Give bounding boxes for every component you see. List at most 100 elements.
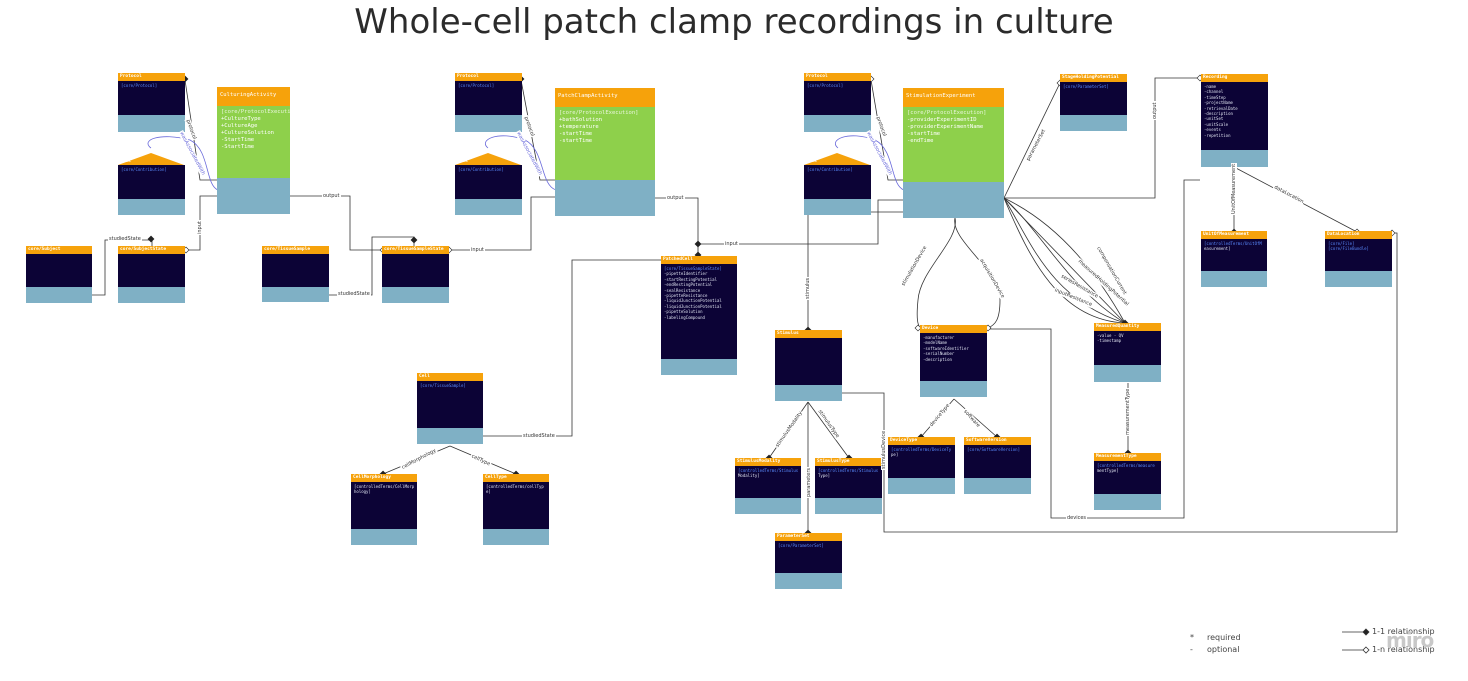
node-measurement-type[interactable]: MeasurementType [controlledTerms/measure… bbox=[1094, 453, 1161, 510]
node-line: -softwareIdentifier bbox=[923, 345, 969, 351]
node-cell-type[interactable]: CellType [controlledTerms/cellTyp e] bbox=[483, 474, 549, 545]
node-body: [core/Contribution] bbox=[455, 165, 522, 199]
edge-parameterset bbox=[1003, 82, 1061, 199]
node-header: CellMorphology bbox=[351, 474, 417, 482]
edge-stimdevice bbox=[916, 217, 956, 329]
edge-label-output-1: output bbox=[322, 193, 341, 199]
node-line: -StartTime bbox=[221, 137, 255, 143]
node-header: core/Subject bbox=[26, 246, 92, 254]
node-footer bbox=[455, 199, 522, 215]
node-line: [core/ProtocolExecution] bbox=[221, 109, 290, 115]
node-line: [core/SoftwareVersion] bbox=[967, 447, 1020, 452]
edge-label-studied-subject: studiedState bbox=[108, 236, 142, 242]
node-header: Device bbox=[920, 325, 987, 333]
legend-one-to-one: 1-1 relationship bbox=[1372, 627, 1435, 636]
node-header: PatchClampActivity bbox=[555, 88, 655, 107]
node-footer bbox=[1060, 115, 1127, 131]
node-footer bbox=[555, 180, 655, 216]
node-body: [controlledTerms/CellMorp hology] bbox=[351, 482, 417, 529]
node-agent-2[interactable]: Agent [core/Contribution] bbox=[455, 153, 522, 215]
node-line: -pipetteSolution bbox=[664, 309, 703, 315]
node-footer bbox=[455, 115, 522, 132]
node-patched-cell[interactable]: PatchedCell [core/TissueSampleState] -pi… bbox=[661, 256, 737, 375]
node-body: [core/Protocol] bbox=[118, 81, 185, 115]
node-header: core/TissueSample bbox=[262, 246, 329, 254]
node-body bbox=[262, 254, 329, 287]
node-device[interactable]: Device -manufacturer -modelName -softwar… bbox=[920, 325, 987, 397]
edge-label-studied-tissue: studiedState bbox=[337, 291, 371, 297]
edge-input-2 bbox=[449, 196, 556, 251]
node-header: MeasuredQuantity bbox=[1094, 323, 1161, 331]
node-header: ParameterSet bbox=[775, 533, 842, 541]
node-line: mentType] bbox=[1097, 468, 1119, 474]
node-body bbox=[775, 338, 842, 385]
node-body bbox=[118, 254, 185, 287]
node-culturing-activity[interactable]: CulturingActivity [core/ProtocolExecutio… bbox=[217, 87, 290, 214]
edge-output-2 bbox=[655, 197, 699, 256]
node-header: CellType bbox=[483, 474, 549, 482]
node-stimulus-type[interactable]: StimulusType [controlledTerms/Stimulus T… bbox=[815, 458, 882, 514]
node-line: -manufacturer bbox=[923, 335, 955, 340]
node-parameter-set-2[interactable]: StageHoldingPotential [core/ParameterSet… bbox=[1060, 74, 1127, 131]
node-stimulus-modality[interactable]: StimulusModality [controlledTerms/Stimul… bbox=[735, 458, 801, 514]
edge-output-1 bbox=[290, 195, 383, 251]
node-footer bbox=[1094, 494, 1161, 510]
node-agent-3[interactable]: Agent [core/Contribution] bbox=[804, 153, 871, 215]
node-patch-clamp-activity[interactable]: PatchClampActivity [core/ProtocolExecuti… bbox=[555, 88, 655, 216]
node-line: -labelingCompound bbox=[664, 314, 705, 320]
node-header: core/SubjectState bbox=[118, 246, 185, 254]
node-protocol-3[interactable]: Protocol [core/Protocol] bbox=[804, 73, 871, 132]
node-line: -startTime bbox=[907, 131, 941, 137]
node-header: Stimulus bbox=[775, 330, 842, 338]
node-stimulation-experiment[interactable]: StimulationExperiment [core/ProtocolExec… bbox=[903, 88, 1004, 218]
node-subject[interactable]: core/Subject bbox=[26, 246, 92, 303]
node-tissue-sample[interactable]: core/TissueSample bbox=[262, 246, 329, 302]
node-header: Recording bbox=[1201, 74, 1268, 82]
edge-label-parameters: parameters bbox=[806, 466, 812, 498]
node-recording[interactable]: Recording -name -channel -timeStep -proj… bbox=[1201, 74, 1268, 167]
node-protocol-2[interactable]: Protocol [core/Protocol] bbox=[455, 73, 522, 132]
node-unit-of-measurement[interactable]: UnitOfMeasurement [controlledTerms/UnitO… bbox=[1201, 231, 1267, 287]
node-body: [core/Protocol] bbox=[804, 81, 871, 115]
node-line: -repetition bbox=[1204, 132, 1231, 138]
node-footer bbox=[775, 385, 842, 401]
legend-required-label: required bbox=[1207, 633, 1241, 642]
legend-optional-symbol: - bbox=[1190, 645, 1193, 654]
node-line: -events bbox=[1204, 127, 1221, 133]
node-line: -projectName bbox=[1204, 100, 1233, 106]
edge-studied-cell bbox=[483, 259, 662, 437]
node-body: [controlledTerms/DeviceTy pe] bbox=[888, 445, 955, 478]
node-body: [core/File] [core/FileBundle] bbox=[1325, 239, 1392, 271]
node-line: -timestamp bbox=[1097, 338, 1122, 344]
node-header: DeviceType bbox=[888, 437, 955, 445]
node-line: [controlledTerms/Stimulus bbox=[818, 468, 879, 473]
node-data-location[interactable]: DataLocation [core/File] [core/FileBundl… bbox=[1325, 231, 1392, 287]
node-line: -unitScale bbox=[1204, 121, 1229, 127]
node-header: Protocol bbox=[118, 73, 185, 81]
node-cell[interactable]: Cell [core/TissueSample] bbox=[417, 373, 483, 444]
node-footer bbox=[118, 115, 185, 132]
node-agent-1[interactable]: Agent [core/Contribution] bbox=[118, 153, 185, 215]
node-tissue-sample-state[interactable]: core/TissueSampleState bbox=[382, 246, 449, 303]
node-footer bbox=[1201, 271, 1267, 287]
node-parameter-set-1[interactable]: ParameterSet [core/ParameterSet] bbox=[775, 533, 842, 589]
node-cell-morphology[interactable]: CellMorphology [controlledTerms/CellMorp… bbox=[351, 474, 417, 545]
node-line: -retrievalDate bbox=[1204, 105, 1238, 111]
node-software-version[interactable]: SoftwareVersion [core/SoftwareVersion] bbox=[964, 437, 1031, 494]
edge-label-stimulus: stimulus bbox=[805, 276, 811, 300]
node-body: [core/TissueSampleState] -pipetteIdentif… bbox=[661, 264, 737, 359]
node-line: -startTime bbox=[559, 138, 593, 144]
node-line: -serialNumber bbox=[923, 351, 955, 357]
node-device-type[interactable]: DeviceType [controlledTerms/DeviceTy pe] bbox=[888, 437, 955, 494]
node-footer bbox=[964, 478, 1031, 494]
node-header: StageHoldingPotential bbox=[1060, 74, 1127, 82]
node-stimulus[interactable]: Stimulus bbox=[775, 330, 842, 401]
node-line: -name bbox=[1204, 84, 1217, 89]
node-line: e] bbox=[486, 489, 491, 495]
node-footer bbox=[1201, 150, 1268, 167]
node-line: [core/ParameterSet] bbox=[778, 543, 824, 548]
node-subject-state[interactable]: core/SubjectState bbox=[118, 246, 185, 303]
node-footer bbox=[804, 199, 871, 215]
node-protocol-1[interactable]: Protocol [core/Protocol] bbox=[118, 73, 185, 132]
node-measurement[interactable]: MeasuredQuantity -value - QV -timestamp bbox=[1094, 323, 1161, 382]
